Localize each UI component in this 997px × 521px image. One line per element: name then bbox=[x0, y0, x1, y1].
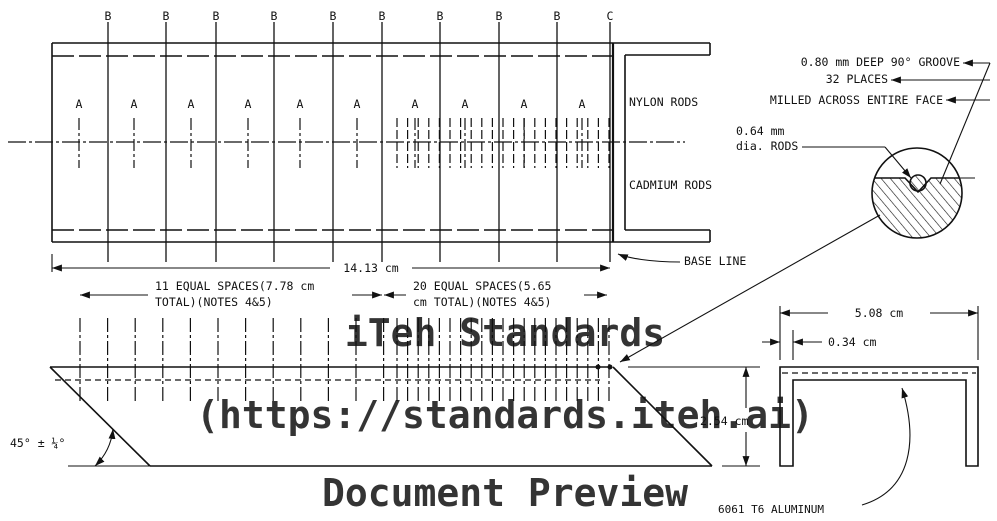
material-label: 6061 T6 ALUMINUM bbox=[718, 503, 824, 516]
groove-note-line-3: MILLED ACROSS ENTIRE FACE bbox=[770, 93, 943, 107]
base-line-label: BASE LINE bbox=[684, 254, 746, 268]
rod-diameter-line-1: 0.64 mm bbox=[736, 124, 785, 138]
column-b-label: B bbox=[163, 9, 170, 23]
watermark-line-1: iTeh Standards bbox=[345, 311, 665, 355]
angle-label: 45° ± ¼° bbox=[10, 436, 65, 450]
watermark: iTeh Standards (https://standards.iteh.a… bbox=[196, 311, 814, 515]
column-b-label: B bbox=[330, 9, 337, 23]
column-a-label: A bbox=[412, 97, 419, 111]
cadmium-rods-label: CADMIUM RODS bbox=[629, 178, 712, 192]
overall-length-label: 14.13 cm bbox=[343, 261, 398, 275]
height-label: 2.54 cm bbox=[700, 414, 749, 428]
column-a-label: A bbox=[188, 97, 195, 111]
nylon-rods-label: NYLON RODS bbox=[629, 95, 698, 109]
column-a-label: A bbox=[245, 97, 252, 111]
column-b-label: B bbox=[437, 9, 444, 23]
column-b-label: B bbox=[271, 9, 278, 23]
detail-leader bbox=[619, 214, 881, 363]
rod-diameter-line-2: dia. RODS bbox=[736, 139, 798, 153]
column-a-label: A bbox=[297, 97, 304, 111]
spacing-dimension: 11 EQUAL SPACES(7.78 cm TOTAL)(NOTES 4&5… bbox=[80, 279, 607, 309]
base-line-callout: BASE LINE bbox=[617, 253, 746, 268]
column-a-label: A bbox=[462, 97, 469, 111]
overall-length-dimension: 14.13 cm bbox=[51, 254, 610, 275]
right-spacing-line-1: 20 EQUAL SPACES(5.65 bbox=[413, 279, 551, 293]
column-a-label: A bbox=[579, 97, 586, 111]
column-a-label: A bbox=[521, 97, 528, 111]
thickness-label: 0.34 cm bbox=[828, 335, 877, 349]
top-view: B B B B B B B B B C A A A A A A A A A A NYLON RODS CADMIU… bbox=[8, 9, 712, 262]
side-view-rod-lines bbox=[79, 318, 610, 404]
groove-detail: 0.80 mm DEEP 90° GROOVE 32 PLACES MILLED… bbox=[736, 55, 991, 239]
column-b-label: B bbox=[379, 9, 386, 23]
column-b-label: B bbox=[496, 9, 503, 23]
column-a-label: A bbox=[131, 97, 138, 111]
column-b-label: B bbox=[213, 9, 220, 23]
groove-note-line-2: 32 PLACES bbox=[826, 72, 888, 86]
column-b-label: B bbox=[554, 9, 561, 23]
groove-note-line-1: 0.80 mm DEEP 90° GROOVE bbox=[801, 55, 960, 69]
side-view bbox=[49, 318, 713, 467]
angle-dimension: 45° ± ¼° bbox=[10, 428, 150, 467]
column-a-label: A bbox=[76, 97, 83, 111]
right-spacing-line-2: cm TOTAL)(NOTES 4&5) bbox=[413, 295, 551, 309]
channel-section: 5.08 cm 0.34 cm 2.54 cm 6061 T6 ALUMINUM bbox=[628, 306, 979, 516]
width-label: 5.08 cm bbox=[855, 306, 904, 320]
top-view-rod-lines bbox=[78, 22, 610, 262]
column-a-label: A bbox=[354, 97, 361, 111]
watermark-line-2: (https://standards.iteh.ai) bbox=[196, 393, 814, 437]
watermark-line-3: Document Preview bbox=[322, 471, 688, 515]
left-spacing-line-1: 11 EQUAL SPACES(7.78 cm bbox=[155, 279, 314, 293]
column-c-label: C bbox=[607, 9, 614, 23]
column-b-label: B bbox=[105, 9, 112, 23]
left-spacing-line-2: TOTAL)(NOTES 4&5) bbox=[155, 295, 273, 309]
